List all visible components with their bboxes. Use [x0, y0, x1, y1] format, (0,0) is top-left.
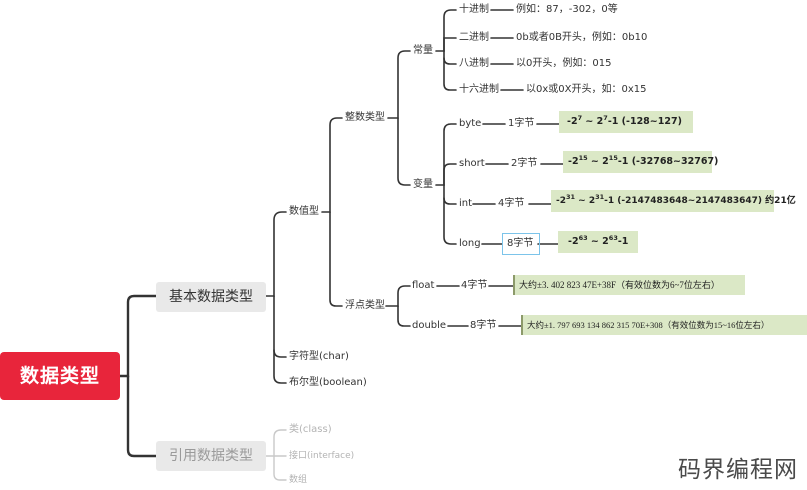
hex-desc: 以0x或0X开头，如：0x15	[526, 84, 647, 95]
short-range-box: -215 ~ 215-1 (-32768~32767)	[563, 151, 718, 173]
long-size-highlight	[502, 233, 540, 255]
int-range-box: -231 ~ 231-1 (-2147483648~2147483647) 约2…	[551, 190, 796, 212]
reference-types-node[interactable]: 引用数据类型	[156, 441, 266, 471]
boolean-type-node[interactable]: 布尔型(boolean)	[289, 377, 367, 388]
octal-desc: 以0开头，例如：015	[516, 58, 612, 69]
variables-node[interactable]: 变量	[413, 179, 433, 190]
hex-node[interactable]: 十六进制	[459, 84, 499, 95]
long-node[interactable]: long	[459, 238, 481, 249]
constants-node[interactable]: 常量	[413, 45, 433, 56]
interface-node[interactable]: 接口(interface)	[289, 451, 355, 461]
primitive-types-node[interactable]: 基本数据类型	[156, 282, 266, 312]
array-node[interactable]: 数组	[289, 475, 308, 485]
binary-desc: 0b或者0B开头，例如：0b10	[516, 32, 648, 43]
int-size[interactable]: 4字节	[498, 198, 525, 209]
double-range-box: 大约±1. 797 693 134 862 315 70E+308（有效位数为1…	[521, 315, 807, 335]
short-node[interactable]: short	[459, 158, 485, 169]
decimal-desc: 例如：87，-302，0等	[516, 4, 618, 15]
double-size[interactable]: 8字节	[470, 320, 497, 331]
short-size[interactable]: 2字节	[511, 158, 538, 169]
decimal-node[interactable]: 十进制	[459, 4, 489, 15]
float-range-box: 大约±3. 402 823 47E+38F（有效位数为6~7位左右）	[513, 275, 745, 295]
integer-type-node[interactable]: 整数类型	[345, 112, 385, 123]
int-node[interactable]: int	[459, 198, 473, 209]
double-node[interactable]: double	[412, 320, 447, 331]
long-size[interactable]: 8字节	[507, 238, 534, 249]
long-range-box: -263 ~ 263-1	[558, 231, 638, 253]
byte-node[interactable]: byte	[459, 118, 482, 129]
float-type-node[interactable]: 浮点类型	[345, 300, 385, 311]
byte-range-box: -27 ~ 27-1 (-128~127)	[559, 111, 693, 133]
float-node[interactable]: float	[412, 280, 435, 291]
binary-node[interactable]: 二进制	[459, 32, 489, 43]
byte-size[interactable]: 1字节	[508, 118, 535, 129]
root-node-data-types[interactable]: 数据类型	[0, 352, 120, 400]
class-node[interactable]: 类(class)	[289, 424, 332, 435]
float-size[interactable]: 4字节	[461, 280, 488, 291]
octal-node[interactable]: 八进制	[459, 58, 489, 69]
watermark: 码界编程网	[678, 457, 798, 483]
char-type-node[interactable]: 字符型(char)	[289, 351, 349, 362]
numeric-type-node[interactable]: 数值型	[289, 206, 319, 217]
